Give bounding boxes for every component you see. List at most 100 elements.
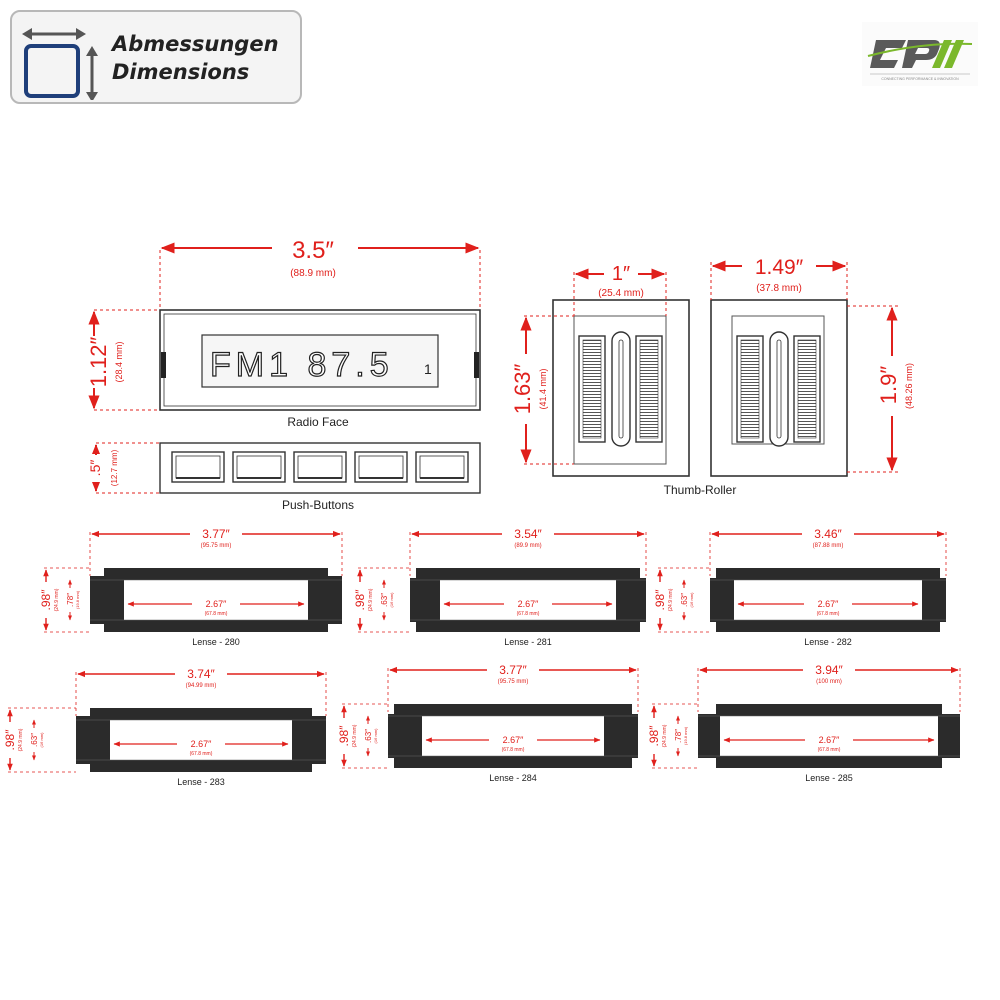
lens-inner-height: .78″ xyxy=(674,729,683,743)
lens-window-width: 2.67″ xyxy=(819,735,841,745)
lens-window-width-mm: (67.8 mm) xyxy=(190,751,213,757)
lens-height: .98″ xyxy=(647,725,661,747)
radio-face-label: Radio Face xyxy=(287,415,349,429)
radio-height-mm: (28.4 mm) xyxy=(114,341,124,382)
lens-inner-height-mm: (16 mm) xyxy=(373,728,378,744)
lens-window xyxy=(124,580,308,620)
push-button-face xyxy=(419,455,465,479)
lens-height-mm: (24.9 mm) xyxy=(54,588,60,611)
lens-width: 3.77″ xyxy=(202,527,230,541)
lens-height: .98″ xyxy=(353,589,367,611)
lens-1: 2.67″ (67.8 mm) 3.77″ (95.75 mm) .98″(24.9 m… xyxy=(39,527,343,647)
lens-height-mm: (24.9 mm) xyxy=(18,728,24,751)
lens-inner-height: .63″ xyxy=(30,733,39,747)
lens-window-width-mm: (67.8 mm) xyxy=(817,611,840,617)
push-button-face xyxy=(358,455,404,479)
lens-window xyxy=(422,716,604,756)
cpii-logo: CONNECTING PERFORMANCE & INNOVATION xyxy=(862,22,978,86)
radio-width: 3.5″ xyxy=(292,237,334,264)
dimensions-badge: Abmessungen Dimensions xyxy=(10,10,302,104)
lens-5: 2.67″ (67.8 mm) 3.77″ (95.75 mm) .98″(24.9 m… xyxy=(337,663,639,783)
thumb-inner-width-mm: (25.4 mm) xyxy=(598,288,644,299)
lens-window-width-mm: (67.8 mm) xyxy=(205,611,228,617)
dimensions-icon xyxy=(22,28,98,100)
push-buttons xyxy=(159,442,481,494)
radio-display-text: FM1 87.5 xyxy=(210,346,394,384)
lens-height-mm: (24.9 mm) xyxy=(668,588,674,611)
lens-inner-height: .63″ xyxy=(364,729,373,743)
lens-inner-height: .78″ xyxy=(66,593,75,607)
push-buttons-label: Push-Buttons xyxy=(282,498,354,512)
lens-window-width: 2.67″ xyxy=(206,599,228,609)
thumb-inner-height: 1.63″ xyxy=(510,363,535,414)
lens-width: 3.77″ xyxy=(499,663,527,677)
thumb-roller-label: Thumb-Roller xyxy=(664,483,737,497)
lens-window-width: 2.67″ xyxy=(518,599,540,609)
lens-window xyxy=(720,716,938,756)
lens-2: 2.67″ (67.8 mm) 3.54″ (89.9 mm) .98″(24.9 mm… xyxy=(353,527,647,647)
lens-width-mm: (87.88 mm) xyxy=(813,543,844,549)
lens-width-mm: (89.9 mm) xyxy=(514,543,541,549)
lens-label: Lense - 283 xyxy=(177,777,225,787)
lens-label: Lense - 285 xyxy=(805,773,853,783)
thumb-roller-left xyxy=(552,299,690,477)
lens-inner-height: .63″ xyxy=(680,593,689,607)
lens-inner-height-mm: (19.8 mm) xyxy=(75,590,80,609)
lens-label: Lense - 282 xyxy=(804,637,852,647)
lens-label: Lense - 281 xyxy=(504,637,552,647)
thumb-inner-height-mm: (41.4 mm) xyxy=(538,368,548,409)
lens-window-width: 2.67″ xyxy=(191,739,213,749)
push-buttons-height: .5″ xyxy=(87,460,103,477)
radio-face-left-clip xyxy=(161,352,166,378)
radio-width-mm: (88.9 mm) xyxy=(290,268,336,279)
lens-width-mm: (94.99 mm) xyxy=(186,683,217,689)
radio-face: FM1 87.5 1 xyxy=(159,309,481,411)
lens-inner-height: .63″ xyxy=(380,593,389,607)
lens-width: 3.54″ xyxy=(514,527,542,541)
lens-inner-height-mm: (16 mm) xyxy=(689,592,694,608)
lens-window-width: 2.67″ xyxy=(503,735,525,745)
lens-height-mm: (24.9 mm) xyxy=(662,724,668,747)
lens-window xyxy=(440,580,616,620)
title-english: Dimensions xyxy=(112,60,250,84)
title-german: Abmessungen xyxy=(112,32,279,56)
thumb-outer-height-mm: (48.26 mm) xyxy=(904,363,914,409)
push-button-face xyxy=(236,455,282,479)
lens-height-mm: (24.9 mm) xyxy=(352,724,358,747)
lens-3: 2.67″(67.8 mm)3.46″(87.88 mm).98″(24.9 m… xyxy=(653,527,947,647)
lens-window xyxy=(734,580,922,620)
radio-height: 1.12″ xyxy=(86,336,111,387)
lens-window-width-mm: (67.8 mm) xyxy=(517,611,540,617)
lens-width-mm: (95.75 mm) xyxy=(498,679,529,685)
lens-6: 2.67″ (67.8 mm) 3.94″ (100 mm) .98″(24.9 mm)… xyxy=(647,663,961,783)
lens-width: 3.74″ xyxy=(187,667,215,681)
radio-face-right-clip xyxy=(474,352,479,378)
lens-width: 3.46″ xyxy=(814,527,842,541)
push-buttons-height-mm: (12.7 mm) xyxy=(110,449,119,486)
lenses: 2.67″(67.8 mm)3.77″(95.75 mm).98″(24.9 m… xyxy=(3,527,961,787)
lens-inner-height-mm: (16 mm) xyxy=(39,732,44,748)
lens-width: 3.94″ xyxy=(815,663,843,677)
lens-label: Lense - 280 xyxy=(192,637,240,647)
lens-height: .98″ xyxy=(3,729,17,751)
push-button-face xyxy=(297,455,343,479)
radio-display-channel: 1 xyxy=(424,361,432,377)
lens-height-mm: (24.9 mm) xyxy=(368,588,374,611)
lens-width-mm: (100 mm) xyxy=(816,679,842,685)
lens-4: 2.67″ (67.8 mm) 3.74″ (94.99 mm) .98″(24.9 m… xyxy=(3,667,327,787)
thumb-outer-width: 1.49″ xyxy=(755,256,804,279)
thumb-outer-height: 1.9″ xyxy=(876,366,901,405)
thumb-outer-width-mm: (37.8 mm) xyxy=(756,283,802,294)
thumb-roller-right xyxy=(710,299,848,477)
lens-inner-height-mm: (19.8 mm) xyxy=(683,726,688,745)
lens-window-width-mm: (67.8 mm) xyxy=(502,747,525,753)
push-button-face xyxy=(175,455,221,479)
radio-display xyxy=(201,334,439,388)
logo-tagline: CONNECTING PERFORMANCE & INNOVATION xyxy=(881,77,959,81)
lens-height: .98″ xyxy=(39,589,53,611)
lens-window-width-mm: (67.8 mm) xyxy=(818,747,841,753)
lens-width-mm: (95.75 mm) xyxy=(201,543,232,549)
lens-window xyxy=(110,720,292,760)
lens-height: .98″ xyxy=(337,725,351,747)
